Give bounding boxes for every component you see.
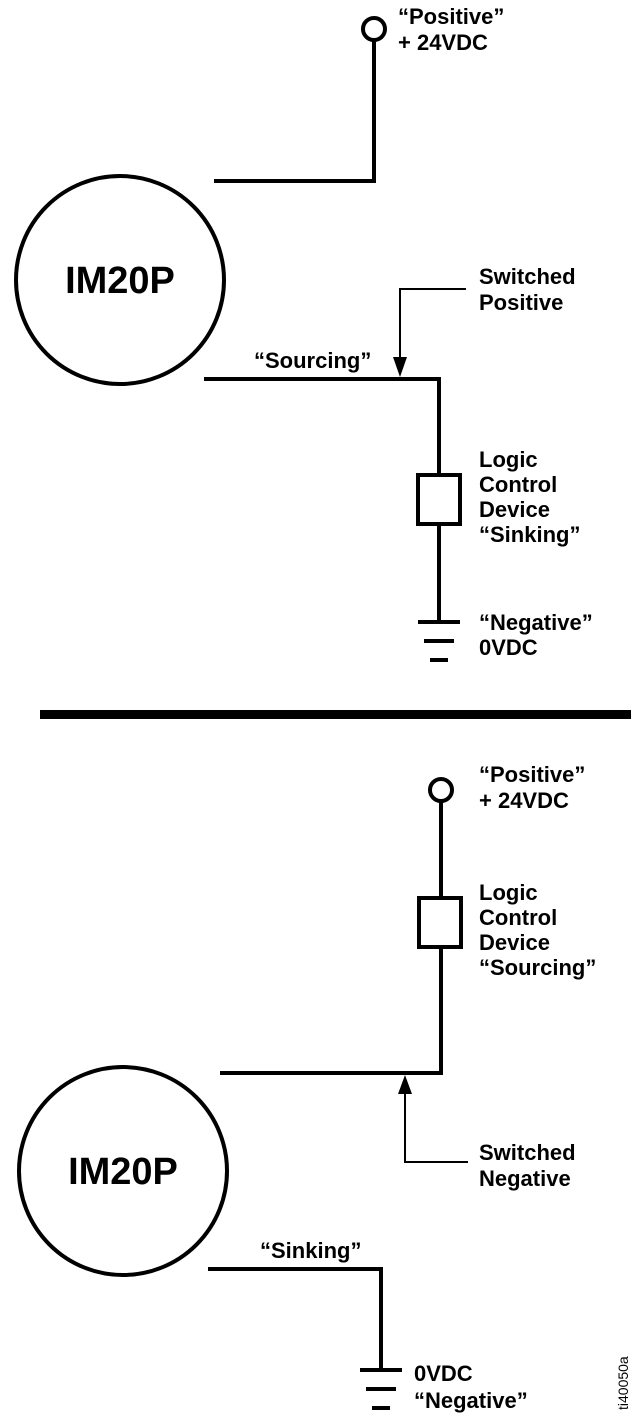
top-switched-label-line1: Switched bbox=[479, 264, 576, 289]
bottom-logic-label-line3: Device bbox=[479, 930, 550, 955]
bottom-switched-label-line2: Negative bbox=[479, 1166, 571, 1191]
bottom-ground-label-line2: “Negative” bbox=[414, 1388, 528, 1413]
top-device-label: IM20P bbox=[65, 260, 175, 302]
top-supply-label-line1: “Positive” bbox=[398, 4, 504, 29]
top-ground-label-line2: 0VDC bbox=[479, 635, 538, 660]
top-output-mode-label: “Sourcing” bbox=[254, 348, 371, 373]
bottom-sinking-wire bbox=[208, 1267, 383, 1372]
bottom-switched-label-line1: Switched bbox=[479, 1140, 576, 1165]
top-switched-arrow-icon bbox=[393, 357, 407, 377]
bottom-ground-label-line1: 0VDC bbox=[414, 1361, 473, 1386]
top-switched-label-line2: Positive bbox=[479, 290, 563, 315]
bottom-logic-label-line4: “Sourcing” bbox=[479, 955, 596, 980]
bottom-output-wire bbox=[220, 945, 443, 1075]
top-logic-label-line4: “Sinking” bbox=[479, 522, 580, 547]
bottom-switched-arrow-icon bbox=[398, 1075, 412, 1094]
top-logic-label-line2: Control bbox=[479, 472, 557, 497]
top-supply-label-line2: + 24VDC bbox=[398, 30, 488, 55]
figure-id: ti40050a bbox=[615, 1356, 631, 1410]
bottom-ground-icon bbox=[360, 1368, 402, 1410]
bottom-diagram: “Positive” + 24VDC Logic Control Device … bbox=[17, 762, 596, 1413]
top-diagram: IM20P “Positive” + 24VDC “Sourcing” Swit… bbox=[14, 4, 593, 662]
bottom-device-circle bbox=[17, 1065, 229, 1277]
top-ground-icon bbox=[418, 620, 460, 662]
top-supply-wire bbox=[214, 38, 376, 183]
section-divider bbox=[40, 710, 631, 719]
top-ground-label-line1: “Negative” bbox=[479, 610, 593, 635]
bottom-logic-label-line1: Logic bbox=[479, 880, 538, 905]
bottom-switched-pointer-line bbox=[404, 1092, 468, 1163]
top-logic-label-line1: Logic bbox=[479, 447, 538, 472]
bottom-supply-label-line1: “Positive” bbox=[479, 762, 585, 787]
bottom-logic-device-box bbox=[417, 896, 463, 949]
bottom-supply-label-line2: + 24VDC bbox=[479, 788, 569, 813]
top-logic-device-box bbox=[416, 473, 462, 526]
top-switched-pointer-line bbox=[399, 288, 466, 360]
top-device-circle bbox=[14, 174, 226, 386]
top-logic-label-line3: Device bbox=[479, 497, 550, 522]
bottom-device-label: IM20P bbox=[68, 1151, 178, 1193]
bottom-supply-terminal-icon bbox=[428, 777, 454, 803]
top-supply-terminal-icon bbox=[361, 16, 387, 42]
bottom-output-mode-label: “Sinking” bbox=[260, 1238, 361, 1263]
top-output-wire bbox=[204, 377, 441, 477]
bottom-logic-label-line2: Control bbox=[479, 905, 557, 930]
